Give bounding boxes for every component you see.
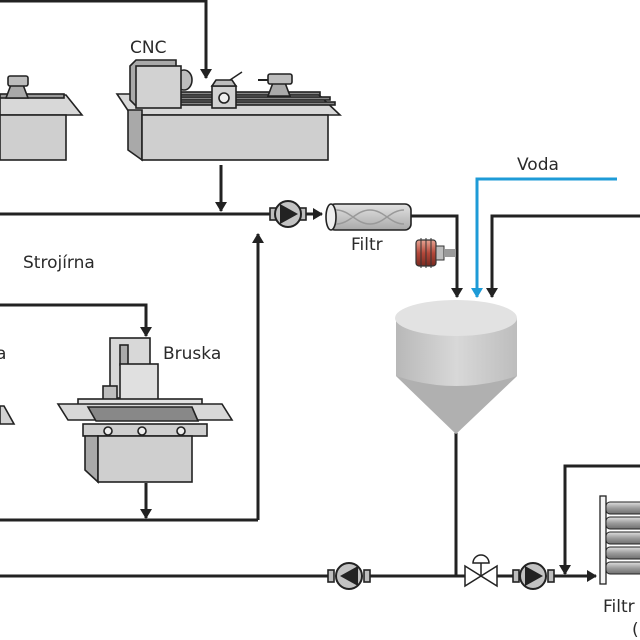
pump-bottom-right[interactable] [512, 562, 555, 590]
pump-direction-icon [340, 566, 358, 586]
filtrace-paren: ( [632, 620, 639, 640]
cnc-machine[interactable] [115, 59, 342, 162]
pump-direction-icon [525, 566, 543, 586]
left-partial-machine[interactable] [0, 405, 16, 425]
bag-filter[interactable] [325, 203, 412, 231]
partial-machine-label: a [0, 344, 6, 364]
cnc-label: CNC [130, 38, 166, 58]
filtrace-label: Filtr [603, 597, 635, 617]
strojirna-label: Strojírna [23, 253, 95, 273]
settling-tank[interactable] [395, 300, 517, 434]
pump-bottom-left[interactable] [327, 562, 371, 590]
pump-top[interactable] [269, 200, 307, 228]
pipe-water-inlet [471, 177, 617, 298]
pipe-feed-bruska [0, 303, 152, 337]
grinder[interactable] [56, 337, 234, 484]
pump-direction-icon [280, 204, 298, 224]
pipe-return-tank [486, 214, 640, 298]
membrane-filtration[interactable] [599, 495, 640, 585]
filtr-label: Filtr [351, 235, 383, 255]
pipes [0, 0, 640, 576]
pipe-membrane-return [559, 464, 640, 575]
left-lathe[interactable] [0, 75, 84, 161]
actuator-icon [472, 554, 490, 564]
pipe-feed-cnc [0, 0, 212, 79]
heater[interactable] [415, 238, 456, 268]
pipe-filter-tank [411, 214, 463, 298]
bruska-label: Bruska [163, 344, 221, 364]
control-valve[interactable] [464, 554, 498, 588]
voda-label: Voda [517, 155, 559, 175]
